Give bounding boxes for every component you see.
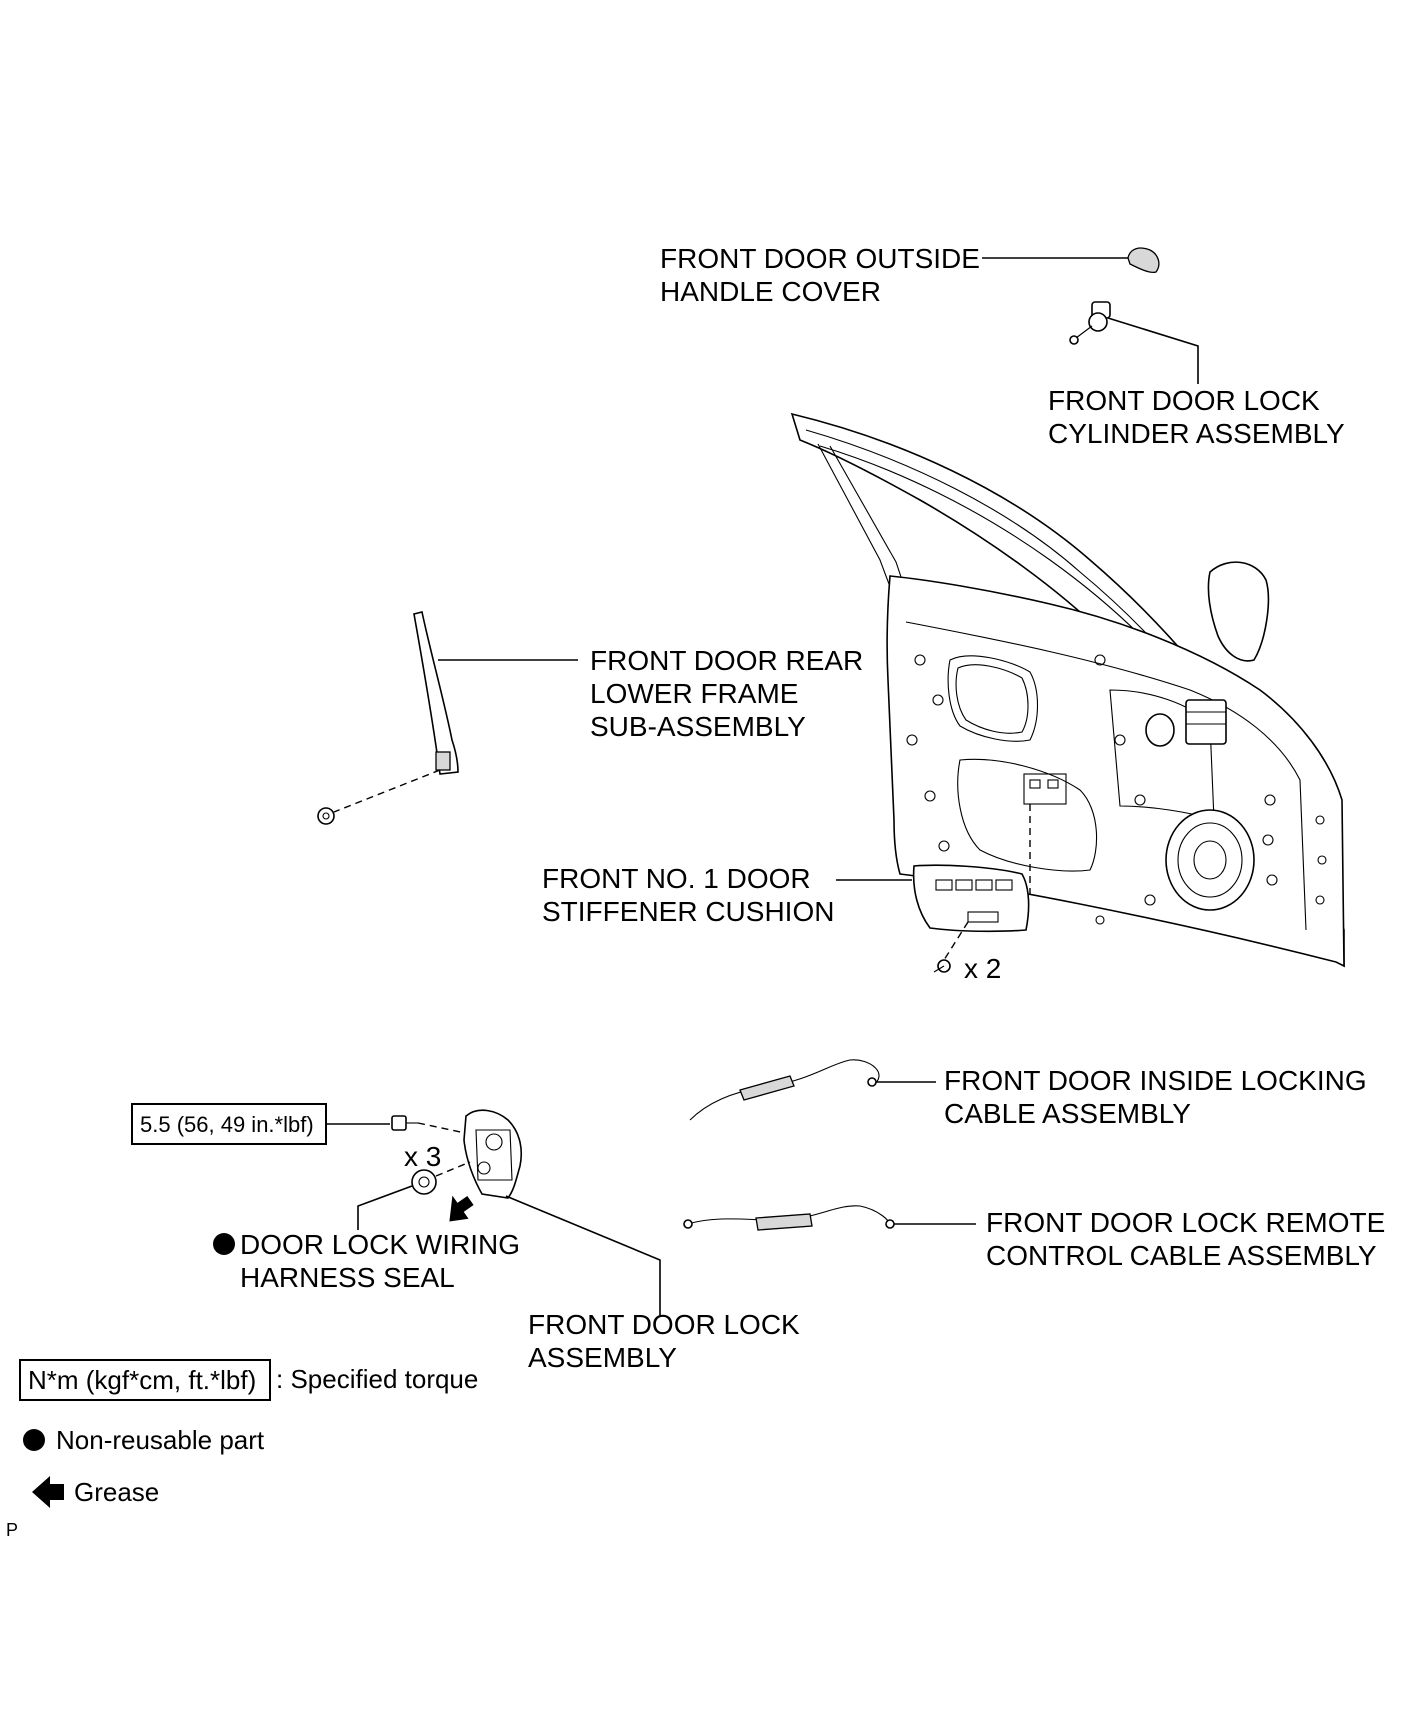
front-door-panel <box>790 412 1345 968</box>
stiffener-cushion-part <box>912 864 1030 933</box>
inside-locking-cable-group: FRONT DOOR INSIDE LOCKING CABLE ASSEMBLY <box>689 1059 1367 1129</box>
remote-control-cable-part <box>687 1205 891 1225</box>
left-arrow-icon <box>32 1476 64 1508</box>
rear-lower-frame-label-1: FRONT DOOR REAR <box>590 645 863 676</box>
stiffener-screw-dash <box>943 921 969 961</box>
corner-mark: P <box>6 1520 18 1540</box>
lock-cylinder-leader <box>1107 317 1199 384</box>
rear-lower-frame-part <box>413 611 459 775</box>
remote-control-cable-end-b <box>885 1219 895 1229</box>
legend-torque-box <box>19 1359 271 1401</box>
wiring-harness-seal-part <box>411 1169 437 1195</box>
rear-lower-frame-bolt <box>317 807 335 825</box>
rear-lower-frame-bracket <box>435 751 451 771</box>
lock-screw-dash <box>417 1122 471 1135</box>
outside-handle-cover-part <box>1127 247 1160 274</box>
lock-cylinder-label-1: FRONT DOOR LOCK <box>1048 385 1320 416</box>
outside-handle-cover-label-2: HANDLE COVER <box>660 276 881 307</box>
lock-cylinder-part <box>1069 301 1111 345</box>
legend: N*m (kgf*cm, ft.*lbf) : Specified torque… <box>19 1359 478 1508</box>
wiring-harness-seal-label-2: HARNESS SEAL <box>240 1262 455 1293</box>
filled-circle-icon <box>23 1429 45 1451</box>
inside-locking-cable-label-2: CABLE ASSEMBLY <box>944 1098 1191 1129</box>
rear-lower-frame-dash <box>333 769 441 813</box>
wiring-harness-seal-leader <box>357 1185 413 1230</box>
legend-torque-units: N*m (kgf*cm, ft.*lbf) <box>28 1365 256 1395</box>
lock-screw <box>391 1115 418 1131</box>
stiffener-cushion-label-1: FRONT NO. 1 DOOR <box>542 863 811 894</box>
torque-box <box>131 1103 327 1145</box>
outside-handle-cover-label-1: FRONT DOOR OUTSIDE <box>660 243 980 274</box>
remote-control-cable-group: FRONT DOOR LOCK REMOTE CONTROL CABLE ASS… <box>683 1205 1385 1271</box>
legend-non-reusable: Non-reusable part <box>56 1425 265 1455</box>
legend-torque-desc: : Specified torque <box>276 1364 478 1394</box>
wiring-harness-seal-group: DOOR LOCK WIRING HARNESS SEAL <box>213 1161 520 1293</box>
lock-assembly-part <box>463 1109 523 1199</box>
remote-control-cable-label-2: CONTROL CABLE ASSEMBLY <box>986 1240 1377 1271</box>
remote-control-cable-label-1: FRONT DOOR LOCK REMOTE <box>986 1207 1385 1238</box>
torque-value: 5.5 (56, 49 in.*lbf) <box>140 1112 314 1137</box>
rear-lower-frame-group: FRONT DOOR REAR LOWER FRAME SUB-ASSEMBLY <box>317 611 863 825</box>
lock-assembly-label-2: ASSEMBLY <box>528 1342 677 1373</box>
lock-screw-qty: x 3 <box>404 1141 441 1172</box>
stiffener-cushion-label-2: STIFFENER CUSHION <box>542 896 834 927</box>
rear-lower-frame-label-3: SUB-ASSEMBLY <box>590 711 806 742</box>
wiring-harness-seal-dash <box>435 1161 471 1177</box>
rear-lower-frame-label-2: LOWER FRAME <box>590 678 798 709</box>
lock-assembly-label-1: FRONT DOOR LOCK <box>528 1309 800 1340</box>
stiffener-screw <box>933 959 951 973</box>
outside-handle-cover-group: FRONT DOOR OUTSIDE HANDLE COVER <box>660 243 1160 307</box>
wiring-harness-seal-label-1: DOOR LOCK WIRING <box>240 1229 520 1260</box>
lock-cylinder-group: FRONT DOOR LOCK CYLINDER ASSEMBLY <box>1048 301 1345 449</box>
remote-control-cable-sleeve <box>755 1213 813 1231</box>
lock-assembly-leader <box>505 1195 661 1316</box>
torque-callout-group: 5.5 (56, 49 in.*lbf) x 3 <box>131 1103 471 1172</box>
stiffener-screw-qty: x 2 <box>964 953 1001 984</box>
grease-arrow-icon <box>449 1195 474 1222</box>
remote-control-cable-end-a <box>683 1219 693 1229</box>
inside-locking-cable-part <box>689 1059 880 1121</box>
inside-locking-cable-label-1: FRONT DOOR INSIDE LOCKING <box>944 1065 1367 1096</box>
stiffener-cushion-group: FRONT NO. 1 DOOR STIFFENER CUSHION x 2 <box>542 863 1030 984</box>
lock-assembly-group: FRONT DOOR LOCK ASSEMBLY <box>449 1109 800 1373</box>
inside-locking-cable-sleeve <box>739 1075 795 1101</box>
non-reusable-marker-icon <box>213 1233 235 1255</box>
lock-cylinder-label-2: CYLINDER ASSEMBLY <box>1048 418 1345 449</box>
inside-locking-cable-end <box>867 1077 877 1087</box>
legend-grease: Grease <box>74 1477 159 1507</box>
